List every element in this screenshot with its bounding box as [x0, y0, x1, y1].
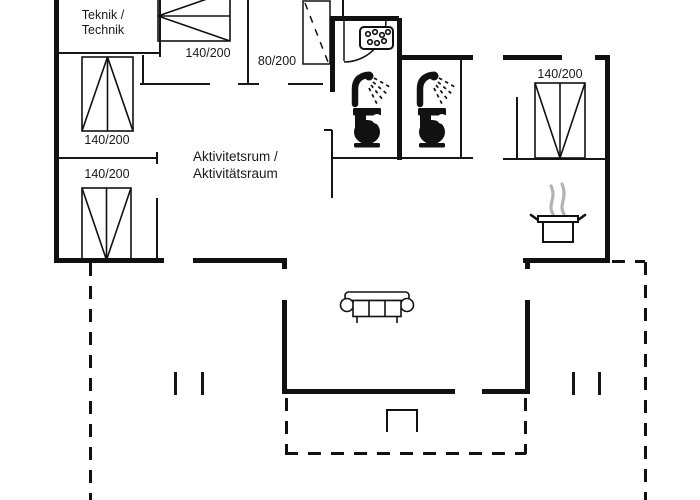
steps-left-tick-2	[201, 372, 204, 395]
bed-size-label-right: 140/200	[537, 67, 583, 81]
room-label-teknik-line1: Teknik /	[81, 8, 125, 22]
toilet-icon	[353, 108, 382, 148]
wall-teknik-bottom	[56, 52, 160, 54]
steam-icon	[549, 182, 566, 216]
wall-bathroom-divider	[397, 18, 402, 160]
steps-left-tick-1	[174, 372, 177, 395]
wall-bump-right	[525, 300, 530, 394]
wall-jamb-bathroom1	[324, 129, 332, 131]
wall-bedroom-b-right	[156, 198, 158, 260]
wall-bathroom1-left-upper	[330, 16, 335, 92]
wall-leftwing-divider	[54, 157, 158, 159]
room-label-activity: Aktivitetsrum / Aktivitätsraum	[193, 148, 313, 182]
wall-midbedroom-divider	[247, 0, 249, 85]
wall-jamb-leftwing	[156, 152, 158, 164]
bed-size-label-single: 80/200	[257, 54, 297, 68]
terrace-dashed-right	[524, 398, 527, 454]
steps-right-tick-2	[598, 372, 601, 395]
terrace-dashed-left	[285, 398, 288, 454]
shower-icon	[351, 71, 391, 108]
wall-bathroom1-left-lower	[331, 130, 333, 198]
wall-top-right-a	[503, 55, 562, 60]
grill-step-icon	[386, 409, 418, 432]
bed-size-label-top: 140/200	[185, 46, 231, 60]
double-bed-top-icon	[157, 0, 231, 42]
double-bed-left-lower-icon	[81, 187, 132, 261]
room-label-activity-line1: Aktivitetsrum /	[193, 149, 278, 164]
wall-bathrooms-bottom	[333, 157, 473, 159]
sofa-icon	[339, 291, 415, 323]
shower-icon	[416, 71, 456, 108]
room-label-teknik: Teknik / Technik	[63, 8, 143, 38]
wall-midbedroom-bottom-a	[140, 83, 210, 85]
wall-bump-bottom-b	[482, 389, 530, 394]
wall-bump-left	[282, 300, 287, 394]
terrace-dashed-bottom	[285, 452, 526, 455]
steps-right-tick-1	[572, 372, 575, 395]
sauna-stones-icon	[359, 26, 394, 50]
wall-teknik-right	[159, 0, 161, 57]
wall-closet-side	[142, 55, 144, 85]
wall-singleroom-bottom	[288, 83, 323, 85]
toilet-icon	[418, 108, 447, 148]
room-label-teknik-line2: Technik	[81, 23, 125, 37]
wall-bathroom2-top	[400, 55, 473, 60]
wall-bump-bottom-a	[282, 389, 455, 394]
wall-ne-bedroom-bottom	[503, 158, 608, 160]
double-bed-right-icon	[534, 82, 586, 159]
wall-midbedroom-bottom-b	[238, 83, 259, 85]
boundary-dashed-right	[644, 262, 647, 500]
boundary-dashed-left	[89, 263, 92, 500]
room-label-activity-line2: Aktivitätsraum	[193, 166, 278, 181]
wall-singleroom-right	[342, 0, 344, 19]
wall-ne-bedroom-left	[516, 97, 518, 159]
wall-left-outer	[54, 0, 59, 263]
wall-bathroom2-right	[460, 57, 462, 158]
wall-bottom-right	[523, 258, 610, 263]
single-bed-icon	[302, 0, 331, 65]
bed-size-label-left-upper: 140/200	[84, 133, 130, 147]
wall-bottom-left-b	[193, 258, 287, 263]
wall-bump-right-corner	[525, 258, 530, 269]
wall-bump-left-corner	[282, 258, 287, 269]
double-bed-left-upper-icon	[81, 56, 134, 132]
wall-bathroom1-top	[333, 16, 399, 21]
wall-top-right-b	[595, 55, 610, 60]
boundary-dashed-right-top	[612, 260, 645, 263]
bed-size-label-left-lower: 140/200	[84, 167, 130, 181]
cooking-pot-icon	[529, 213, 587, 243]
